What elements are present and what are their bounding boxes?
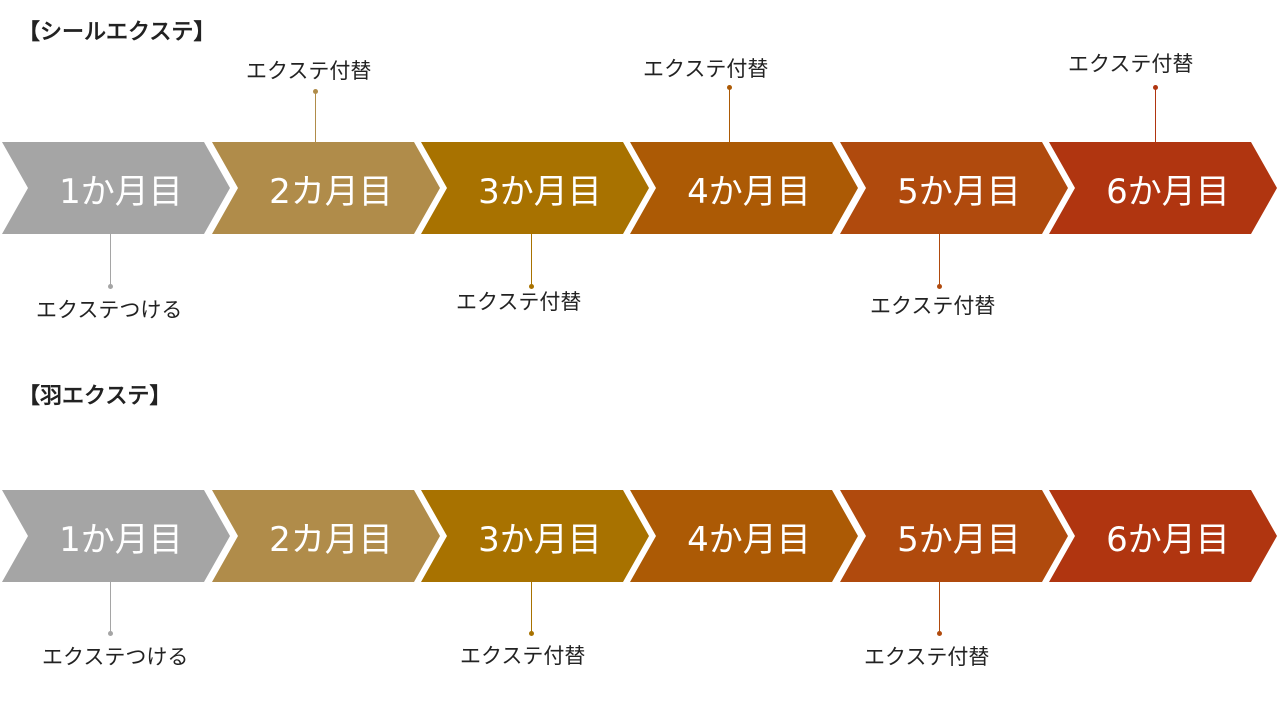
chevron-month-4: 4か月目 [630,490,858,582]
section-title-feather: 【羽エクステ】 [18,384,172,409]
note-month-2: エクステ付替 [246,59,372,83]
month-label: 1か月目 [59,171,183,212]
connector-dot [108,631,113,636]
chevron-month-1: 1か月目 [2,142,230,234]
connector-line [729,88,730,142]
month-label: 6か月目 [1106,519,1230,560]
note-month-3: エクステ付替 [456,290,582,314]
connector-dot [937,631,942,636]
note-month-4: エクステ付替 [643,57,769,81]
month-label: 3か月目 [478,171,602,212]
connector-line [110,582,111,634]
connector-line [939,582,940,634]
month-label: 6か月目 [1106,171,1230,212]
connector-line [531,582,532,634]
section-title-seal: 【シールエクステ】 [18,20,216,45]
month-label: 5か月目 [897,171,1021,212]
connector-dot [529,284,534,289]
chevron-month-3: 3か月目 [421,490,649,582]
month-label: 2カ月目 [269,171,393,212]
connector-line [939,234,940,286]
chevron-month-2: 2カ月目 [212,142,440,234]
connector-line [315,92,316,142]
connector-dot [313,89,318,94]
connector-dot [937,284,942,289]
chevron-month-3: 3か月目 [421,142,649,234]
connector-line [1155,88,1156,142]
chevron-month-5: 5か月目 [840,490,1068,582]
note-month-5: エクステ付替 [864,645,990,669]
connector-line [531,234,532,286]
note-month-1: エクステつける [36,298,183,322]
chevron-month-6: 6か月目 [1049,142,1277,234]
month-label: 2カ月目 [269,519,393,560]
note-month-1: エクステつける [42,645,189,669]
month-label: 4か月目 [687,519,811,560]
month-label: 5か月目 [897,519,1021,560]
chevron-month-5: 5か月目 [840,142,1068,234]
note-month-6: エクステ付替 [1068,52,1194,76]
connector-dot [108,284,113,289]
chevron-month-4: 4か月目 [630,142,858,234]
chevron-month-1: 1か月目 [2,490,230,582]
note-month-5: エクステ付替 [870,294,996,318]
note-month-3: エクステ付替 [460,644,586,668]
month-label: 3か月目 [478,519,602,560]
connector-dot [1153,85,1158,90]
chevron-month-6: 6か月目 [1049,490,1277,582]
month-label: 4か月目 [687,171,811,212]
connector-dot [727,85,732,90]
connector-dot [529,631,534,636]
chevron-month-2: 2カ月目 [212,490,440,582]
month-label: 1か月目 [59,519,183,560]
connector-line [110,234,111,286]
